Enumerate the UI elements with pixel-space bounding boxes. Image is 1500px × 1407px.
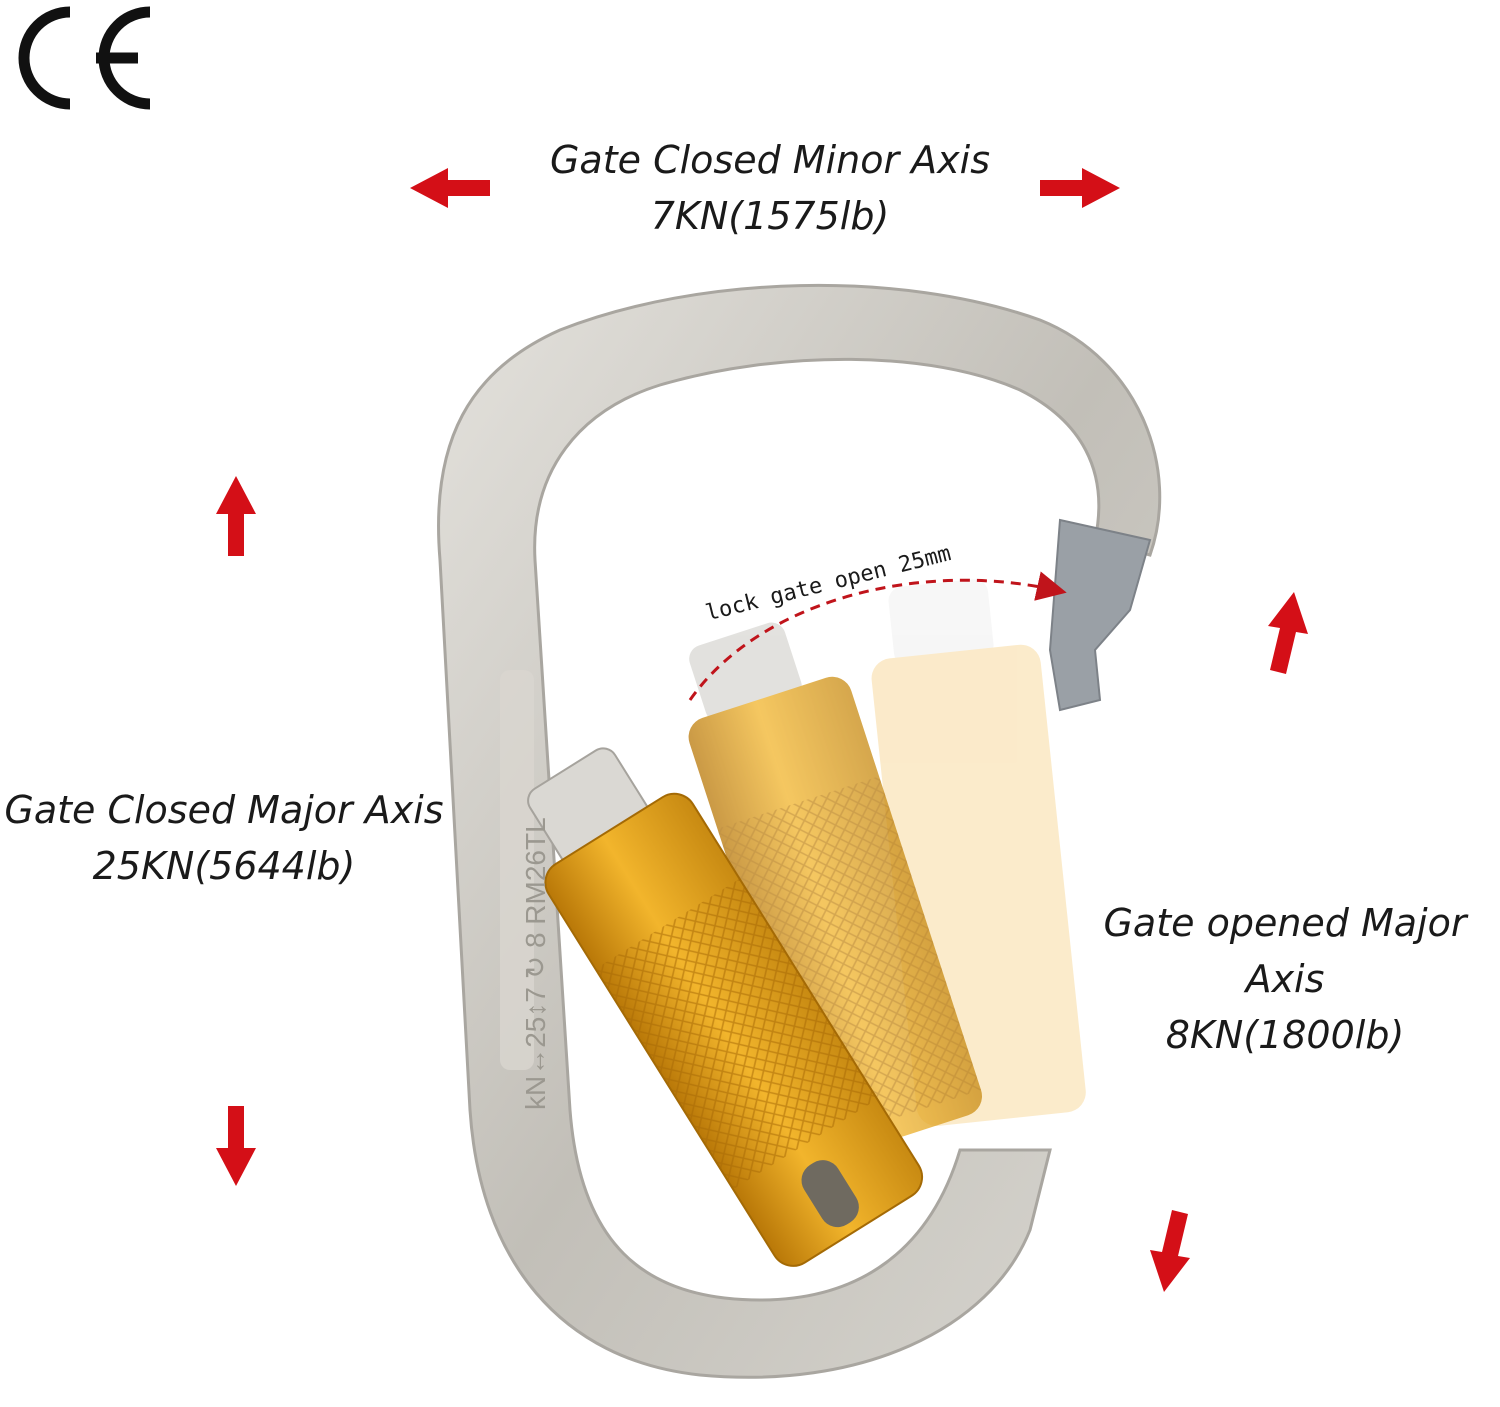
gate-opening-arc (688, 571, 1067, 701)
open-axis-label: Gate opened Major Axis 8KN(1800lb) (1070, 895, 1500, 1063)
ce-logo (0, 0, 160, 120)
open-axis-down-arrow (1150, 1210, 1190, 1292)
minor-axis-right-arrow (1040, 168, 1120, 208)
open-axis-title: Gate opened Major Axis (1103, 901, 1467, 1001)
minor-axis-left-arrow (410, 168, 490, 208)
gate-closed (527, 747, 924, 1267)
major-axis-up-arrow (216, 476, 256, 556)
carabiner-frame (437, 283, 1162, 1379)
major-axis-down-arrow (216, 1106, 256, 1186)
minor-axis-title: Gate Closed Minor Axis (549, 138, 991, 182)
minor-axis-value: 7KN(1575lb) (650, 194, 890, 238)
gate-ghost-mid (688, 622, 983, 1157)
major-axis-title: Gate Closed Major Axis (4, 788, 444, 832)
open-axis-value: 8KN(1800lb) (1165, 1013, 1405, 1057)
major-axis-value: 25KN(5644lb) (92, 844, 356, 888)
minor-axis-label: Gate Closed Minor Axis 7KN(1575lb) (530, 132, 1010, 244)
open-axis-up-arrow (1268, 592, 1308, 674)
major-axis-label: Gate Closed Major Axis 25KN(5644lb) (0, 782, 448, 894)
spine-marking: kN↔25↕7 ↻ 8 RM26TL (520, 817, 551, 1110)
